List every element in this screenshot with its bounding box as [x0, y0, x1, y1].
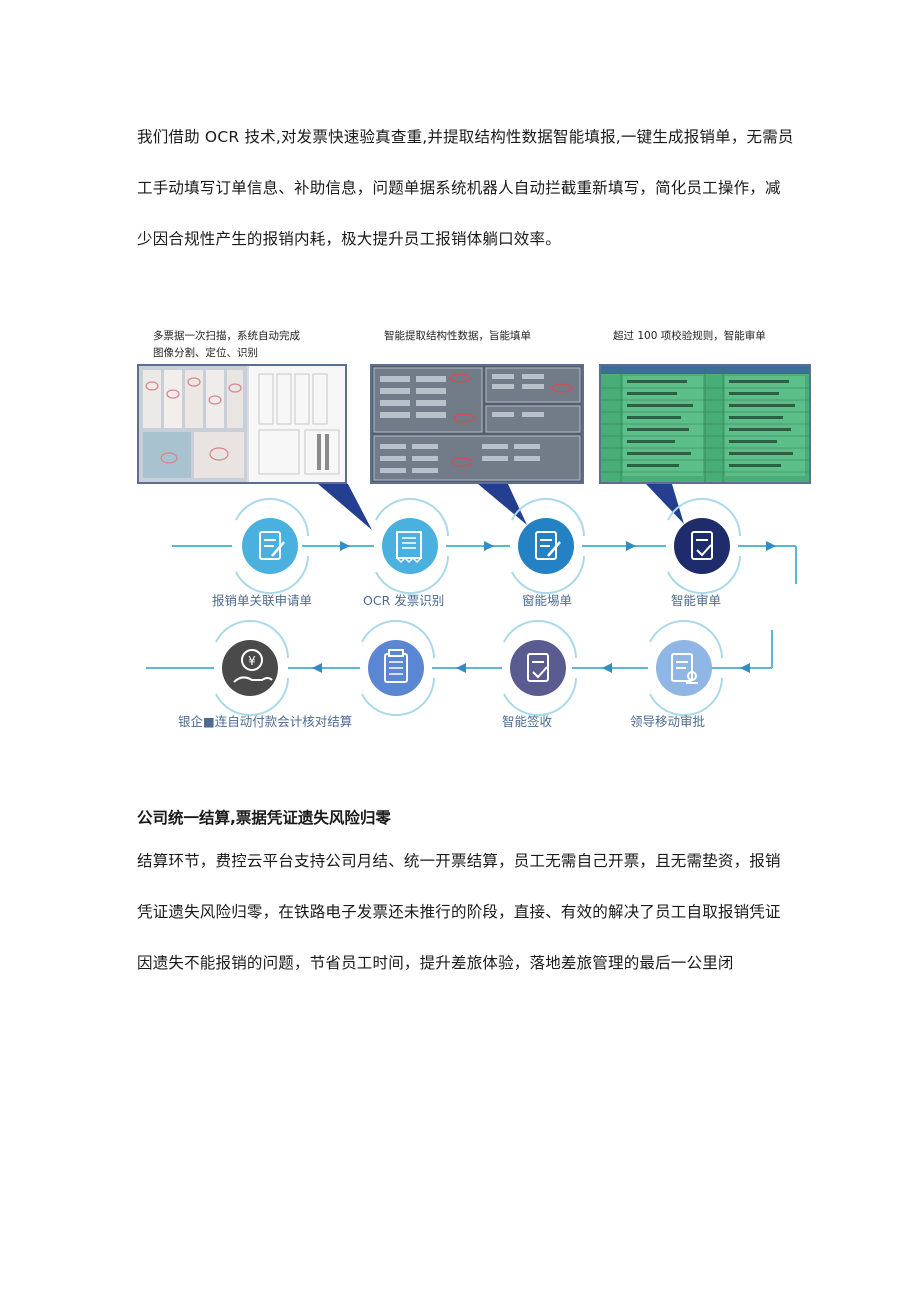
step-label: 报销单关联申请单 [212, 593, 313, 608]
settlement-paragraph: 结算环节，费控云平台支持公司月结、统一开票结算，员工无需自己开票，且无需垫资，报… [137, 836, 787, 989]
step-label: 智能审单 [671, 593, 722, 608]
panel-pointer [478, 484, 527, 525]
flow-arrow [740, 663, 750, 673]
approve-stamp-icon [649, 619, 723, 717]
rules-table-illustration [601, 366, 809, 482]
flow-arrow [312, 663, 322, 673]
caption-rules: 超过 100 项校验规则，智能审单 [613, 328, 766, 345]
form-edit-icon [511, 497, 585, 595]
caption-line: 图像分割、定位、识别 [153, 347, 258, 359]
step-label: OCR 发票识别 [363, 593, 445, 608]
form-extraction-image [370, 364, 584, 484]
form-illustration [373, 367, 581, 481]
intro-line: 我们借助 OCR 技术,对发票快速验真查重,并提取结构性数据智能填报,一键生成报… [137, 128, 794, 146]
flow-arrow [602, 663, 612, 673]
calculator-doc-icon [361, 619, 435, 717]
yuan-hand-icon: ¥ [215, 619, 289, 717]
flow-arrow [340, 541, 350, 551]
step-label: 领导移动审批 [630, 714, 706, 729]
approval-check-icon [667, 497, 741, 595]
flow-arrow [766, 541, 776, 551]
form-edit-icon [235, 497, 309, 595]
intro-line: 少因合规性产生的报销内耗，极大提升员工报销体躺口效率。 [137, 230, 561, 248]
svg-text:¥: ¥ [248, 654, 256, 668]
intro-paragraph: 我们借助 OCR 技术,对发票快速验真查重,并提取结构性数据智能填报,一键生成报… [137, 112, 794, 265]
caption-line: 多票据一次扫描，系统自动完成 [153, 330, 300, 342]
step-label: 银企■连自动付款会计核对结算 [178, 714, 353, 729]
intro-line: 工手动填写订单信息、补助信息，问题单据系统机器人自动拦截重新填写，简化员工操作，… [137, 179, 781, 197]
caption-extract: 智能提取结构性数据，旨能填单 [384, 328, 531, 345]
scan-receipt-icon [375, 497, 449, 595]
panel-pointer [646, 484, 684, 524]
flow-arrow [456, 663, 466, 673]
signed-doc-icon [503, 619, 577, 717]
flow-arrow [626, 541, 636, 551]
panel-pointer [318, 484, 372, 530]
settlement-line: 因遗失不能报销的问题，节省员工时间，提升差旅体验，落地差旅管理的最后一公里闭 [137, 954, 734, 972]
settlement-line: 凭证遗失风险归零，在铁路电子发票还未推行的阶段，直接、有效的解决了员工自取报销凭… [137, 903, 781, 921]
step-label: 窗能埸单 [522, 593, 573, 608]
scanned-receipts-image [137, 364, 347, 484]
caption-line: 超过 100 项校验规则，智能审单 [613, 330, 766, 342]
settlement-line: 结算环节，费控云平台支持公司月结、统一开票结算，员工无需自己开票，且无需垫资，报… [137, 852, 781, 870]
step-label: 智能签收 [502, 714, 553, 729]
caption-line: 智能提取结构性数据，旨能填单 [384, 330, 531, 342]
section-heading: 公司统一结算,票据凭证遗失风险归零 [137, 809, 391, 827]
caption-scan: 多票据一次扫描，系统自动完成 图像分割、定位、识别 [153, 328, 300, 362]
flow-arrow [484, 541, 494, 551]
rules-table-image [599, 364, 811, 484]
receipts-illustration [139, 366, 345, 482]
